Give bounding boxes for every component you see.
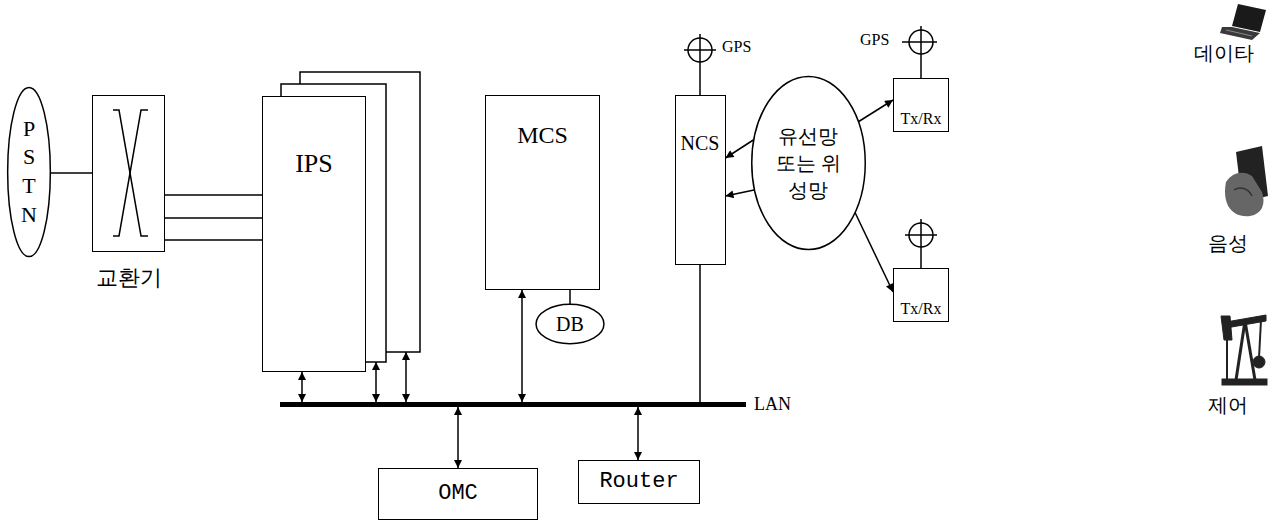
switch-symbol	[113, 110, 148, 236]
connector	[50, 172, 92, 174]
node-label: IPS	[295, 149, 333, 179]
connector	[457, 407, 459, 468]
ellipse-outline	[751, 76, 864, 249]
process-box: Router	[578, 460, 700, 504]
label-holder: GPS	[860, 31, 889, 49]
connector	[726, 190, 755, 196]
icon-label: 데이타	[1194, 42, 1254, 65]
switch-box: 교환기	[92, 95, 165, 252]
gps-antenna	[902, 26, 937, 78]
server-box: MCS	[485, 95, 600, 290]
connector	[637, 407, 639, 460]
connector	[301, 372, 303, 402]
lan-bus: LAN	[280, 402, 746, 407]
server-box: IPS	[262, 96, 366, 372]
bus-arrows	[376, 352, 406, 402]
connector	[521, 290, 523, 402]
process-box: OMC	[378, 468, 538, 520]
connector	[165, 194, 262, 196]
node-label: DB	[556, 313, 584, 336]
antenna-label: GPS	[860, 31, 889, 49]
ellipse-outline	[536, 304, 604, 343]
ellipse-outline	[7, 86, 51, 258]
label-holder: GPS	[722, 38, 751, 56]
connector	[855, 212, 893, 292]
phone-icon	[1225, 146, 1268, 216]
icon-label: 음성	[1208, 232, 1248, 255]
network-ellipse: PSTN	[7, 86, 51, 258]
laptop-icon	[1220, 4, 1266, 40]
node-label: MCS	[517, 122, 568, 150]
node-label: NCS	[681, 132, 720, 155]
node-caption: 교환기	[96, 265, 162, 290]
pump-jack-icon	[1221, 315, 1267, 385]
label-holder: 데이타	[1194, 42, 1254, 65]
terminal-box: Tx/Rx	[893, 268, 949, 322]
label-holder: 제어	[1208, 394, 1248, 417]
controller-box: NCS	[675, 95, 726, 265]
icon-label: 제어	[1208, 394, 1248, 417]
connector	[726, 140, 754, 158]
node-label: PSTN	[18, 115, 40, 229]
gps-antenna	[684, 34, 716, 95]
trunk-lines	[165, 218, 262, 240]
node-label: 유선망 또는 위성망	[772, 123, 844, 204]
ellipse-outline	[8, 87, 51, 256]
antenna-label: GPS	[722, 38, 751, 56]
connector	[858, 100, 893, 122]
antenna	[905, 219, 937, 268]
node-label: Tx/Rx	[901, 110, 942, 128]
node-caption: LAN	[754, 394, 791, 415]
connector	[569, 290, 571, 304]
network-ellipse: 유선망 또는 위성망	[750, 75, 867, 251]
label-holder: 음성	[1208, 232, 1248, 255]
node-label: OMC	[438, 481, 478, 506]
node-label: Router	[599, 469, 678, 494]
terminal-box: Tx/Rx	[893, 78, 949, 132]
connector	[699, 265, 701, 402]
database-ellipse: DB	[535, 304, 605, 344]
node-label: Tx/Rx	[901, 300, 942, 318]
